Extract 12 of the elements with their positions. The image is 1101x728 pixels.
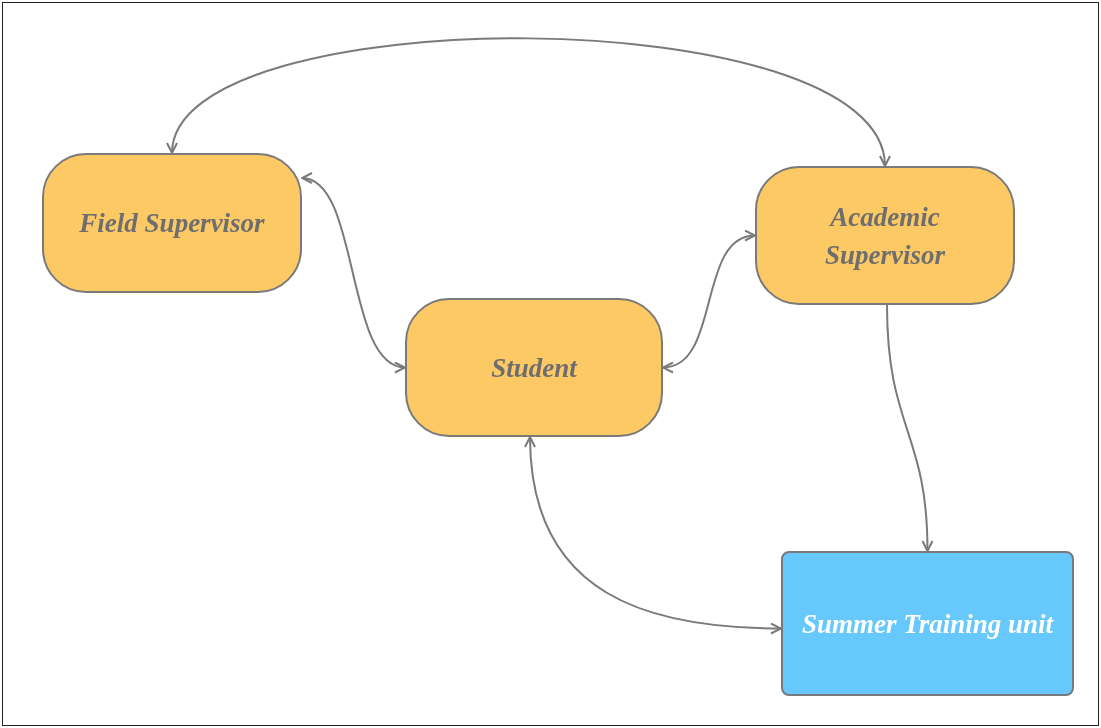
node-label: Academic Supervisor [824,200,946,272]
process-box [42,153,302,293]
process-box [781,551,1074,696]
arrow [524,436,782,635]
arrow [886,304,934,552]
arrow [301,174,406,371]
process-box [755,166,1015,305]
node-label: Student [491,351,577,385]
node-label: Field Supervisor [79,207,265,240]
node-label: Summer Training unit [801,607,1054,641]
process-box [405,298,663,437]
arrow [662,231,756,372]
